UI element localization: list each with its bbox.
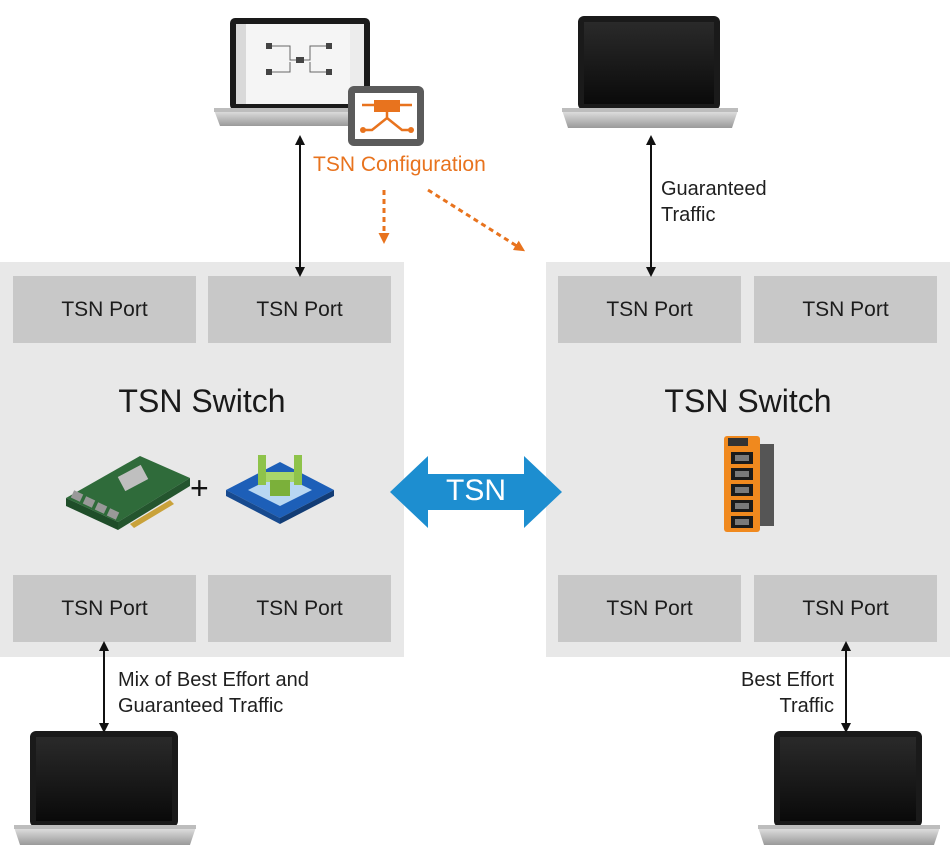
left-switch-port-top-1: TSN Port	[13, 276, 196, 343]
laptop-icon-bottom-left	[14, 731, 196, 845]
left-switch-port-top-2: TSN Port	[208, 276, 391, 343]
right-switch-title: TSN Switch	[664, 383, 832, 419]
best-effort-traffic-label: Best Effort Traffic	[740, 669, 834, 717]
plus-sign: +	[190, 470, 209, 506]
tsn-link-arrow	[390, 456, 562, 528]
left-switch-port-bottom-2: TSN Port	[208, 575, 391, 642]
right-switch-port-bottom-2: TSN Port	[754, 575, 937, 642]
left-switch-port-bottom-1: TSN Port	[13, 575, 196, 642]
right-switch-port-bottom-1: TSN Port	[558, 575, 741, 642]
fpga-chip-icon	[226, 455, 334, 524]
left-switch-title: TSN Switch	[118, 383, 286, 419]
config-arrow-right	[427, 188, 526, 252]
laptop-icon-top-right	[562, 16, 738, 128]
right-switch-port-top-1: TSN Port	[558, 276, 741, 343]
mixed-traffic-label: Mix of Best Effort and Guaranteed Traffi…	[118, 669, 309, 717]
right-switch-port-top-2: TSN Port	[754, 276, 937, 343]
tsn-config-app-icon	[348, 86, 424, 146]
industrial-switch-icon	[724, 436, 774, 532]
laptop-icon-bottom-right	[758, 731, 940, 845]
laptop-icon-config-workstation	[214, 18, 386, 126]
tsn-configuration-label: TSN Configuration	[313, 153, 486, 176]
guaranteed-traffic-label: Guaranteed Traffic	[661, 178, 767, 226]
tsn-link-label: TSN	[446, 474, 506, 507]
network-card-icon	[66, 456, 190, 530]
